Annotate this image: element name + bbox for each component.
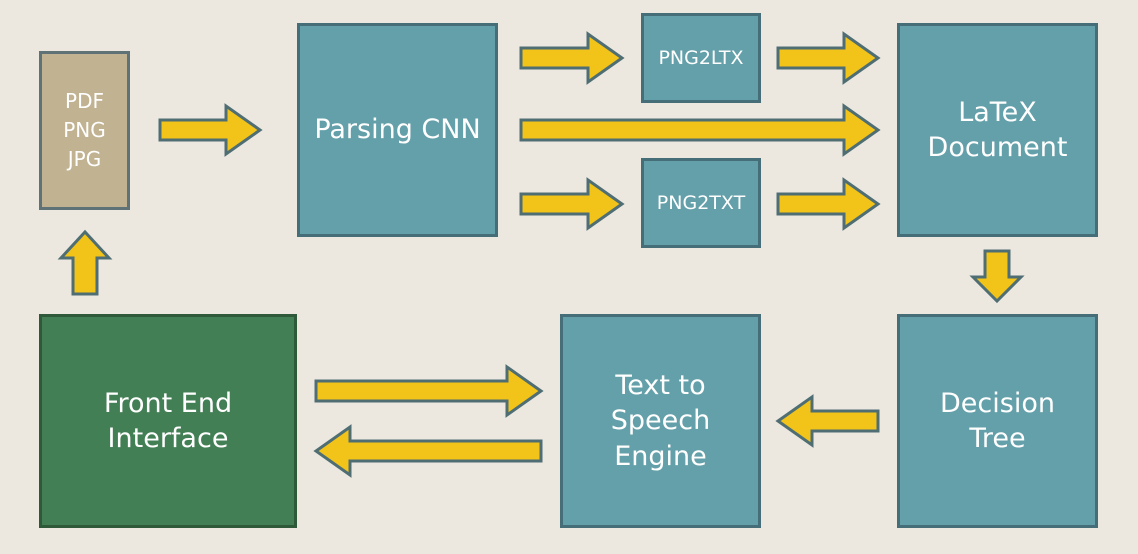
parsing-cnn-box: Parsing CNN bbox=[297, 23, 498, 237]
arrow-front-end-to-input bbox=[57, 229, 113, 296]
arrow-parsing-cnn-to-png2ltx bbox=[519, 31, 625, 85]
text-to-speech-box: Text to Speech Engine bbox=[560, 314, 761, 528]
latex-document-line-2: Document bbox=[927, 132, 1068, 163]
input-format-jpg: JPG bbox=[67, 147, 102, 171]
decision-tree-box: Decision Tree bbox=[897, 314, 1098, 528]
text-to-speech-line-3: Engine bbox=[614, 440, 707, 472]
arrow-text-to-speech-to-front-end bbox=[313, 424, 543, 478]
front-end-line-1: Front End bbox=[103, 387, 233, 419]
latex-document-label: LaTeX Document bbox=[928, 95, 1068, 165]
latex-document-box: LaTeX Document bbox=[897, 23, 1098, 237]
decision-tree-line-1: Decision bbox=[940, 387, 1055, 419]
text-to-speech-line-1: Text to bbox=[615, 370, 706, 402]
text-to-speech-label: Text to Speech Engine bbox=[611, 368, 710, 473]
arrow-input-to-parsing-cnn bbox=[158, 103, 263, 157]
input-formats-label: PDF PNG JPG bbox=[63, 87, 106, 174]
input-formats-box: PDF PNG JPG bbox=[39, 51, 130, 210]
png2ltx-box: PNG2LTX bbox=[641, 13, 761, 103]
decision-tree-line-2: Tree bbox=[969, 423, 1026, 454]
front-end-interface-box: Front End Interface bbox=[39, 314, 297, 528]
png2ltx-text: PNG2LTX bbox=[658, 46, 744, 69]
png2txt-box: PNG2TXT bbox=[641, 158, 761, 248]
front-end-interface-label: Front End Interface bbox=[104, 386, 232, 456]
text-to-speech-line-2: Speech bbox=[610, 405, 711, 437]
arrow-front-end-to-text-to-speech bbox=[314, 364, 544, 418]
png2txt-label: PNG2TXT bbox=[657, 191, 745, 216]
parsing-cnn-text: Parsing CNN bbox=[314, 114, 481, 146]
arrow-parsing-cnn-to-png2txt bbox=[519, 177, 625, 231]
arrow-png2ltx-to-latex-document bbox=[776, 31, 881, 85]
latex-document-line-1: LaTeX bbox=[958, 96, 1037, 128]
decision-tree-label: Decision Tree bbox=[940, 386, 1055, 456]
input-format-png: PNG bbox=[63, 118, 106, 142]
arrow-latex-document-to-decision-tree bbox=[969, 249, 1025, 304]
arrow-png2txt-to-latex-document bbox=[776, 177, 881, 231]
arrow-parsing-cnn-to-latex-document bbox=[519, 103, 881, 157]
png2ltx-label: PNG2LTX bbox=[658, 46, 743, 71]
parsing-cnn-label: Parsing CNN bbox=[314, 112, 480, 147]
png2txt-text: PNG2TXT bbox=[656, 191, 746, 214]
front-end-line-2: Interface bbox=[107, 423, 229, 454]
input-format-pdf: PDF bbox=[65, 89, 104, 113]
arrow-decision-tree-to-text-to-speech bbox=[775, 394, 880, 448]
